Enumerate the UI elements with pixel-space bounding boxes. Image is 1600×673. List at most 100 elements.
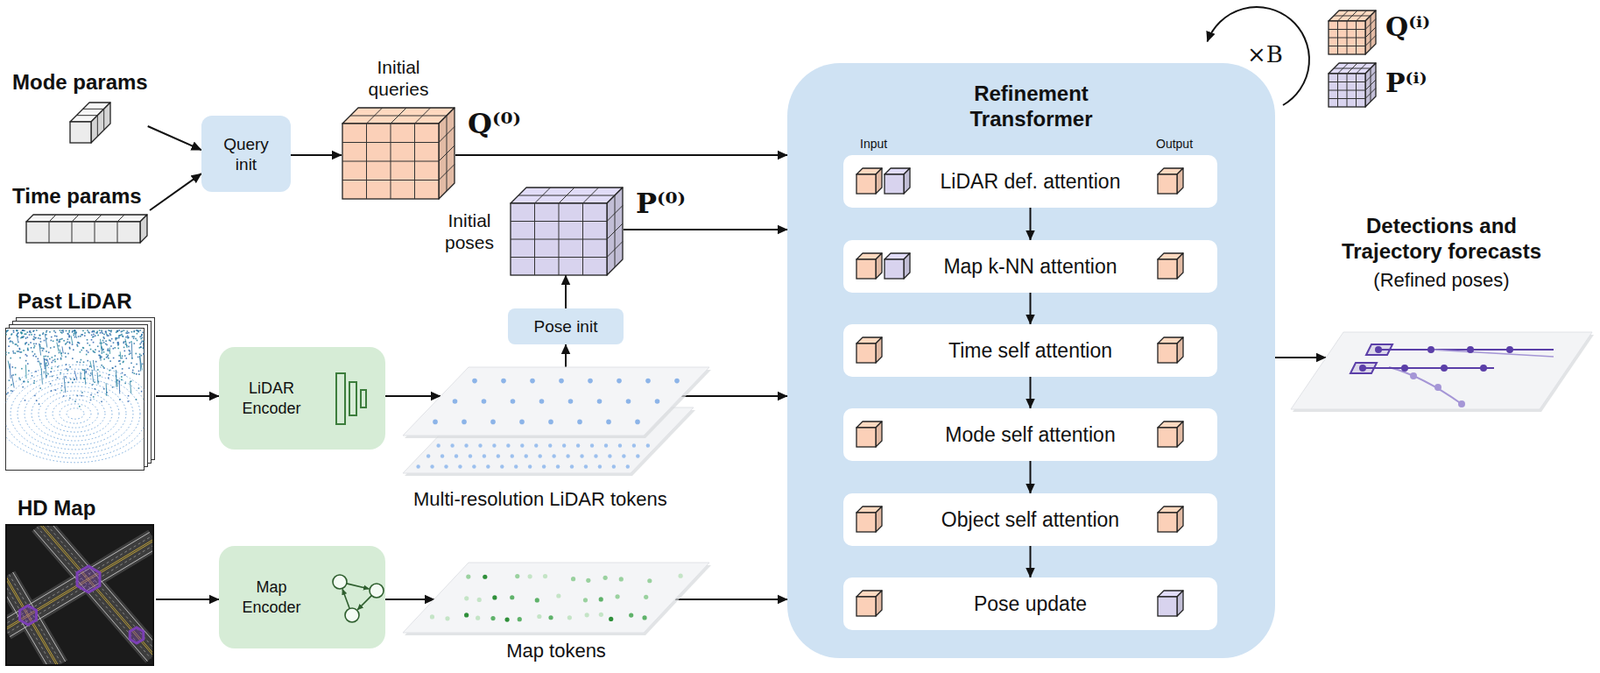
token-plane-illustration-circle [643,594,649,600]
lidar-sweeps-image-g-rect [27,349,29,352]
lidar-sweeps-image-g-rect [42,349,44,352]
trajectory-illustration-circle [1434,383,1442,391]
lidar-sweeps-image-g-rect [27,336,29,339]
trajectory-illustration-circle [1440,364,1448,372]
lidar-sweeps-image-g-line [139,355,141,372]
token-plane-illustration-circle [520,443,524,447]
lidar-sweeps-image-g-rect [49,358,51,360]
trajectory-illustration-circle [1466,345,1474,353]
lidar-sweeps-image-g-rect [98,354,100,357]
lidar-sweeps-image-g-line [97,372,99,385]
grid-cube [1157,168,1184,194]
lidar-sweeps-image-g-rect [121,330,124,332]
token-plane-illustration-circle [475,615,480,621]
lidar-sweeps-image-g-rect [60,358,63,360]
lidar-sweeps-image-g-rect [115,337,118,339]
graph-icon-line [346,582,369,588]
trajectory-illustration-circle [1401,364,1409,372]
token-plane-illustration-circle [548,419,554,425]
lidar-sweeps-image-g-rect [97,368,99,371]
lidar-sweeps-image-g-rect [79,361,82,364]
lidar-sweeps-image-g-rect [91,331,93,333]
token-plane-illustration-circle [429,613,435,619]
lidar-sweeps-image-g-rect [22,380,25,383]
grid-cube-rect [70,121,92,143]
token-plane-illustration-circle [614,593,620,599]
lidar-sweeps-image-g-rect [43,371,46,374]
lidar-sweeps-image-g-line [62,345,64,353]
token-plane-illustration-circle [528,573,533,578]
grid-cube-rect [856,596,876,616]
grid-cube-line [71,221,73,243]
lidar-sweeps-image-g-rect [49,331,51,333]
lidar-sweeps-image-g-rect [16,330,19,332]
lidar-sweeps-image-g-rect [120,357,123,360]
lidar-sweeps-image-g-rect [106,334,109,337]
token-plane-illustration-circle [514,573,520,578]
lidar-sweeps-image-g-rect [68,336,71,339]
lidar-sweeps-image-g-rect [33,338,36,341]
lidar-sweeps-image-g-rect [12,350,15,353]
input-token-icons [855,505,914,534]
encoder-box: Map Encoder [218,545,386,649]
lidar-sweeps-image-g-rect [83,346,85,349]
lidar-sweeps-image-g-rect [94,351,97,353]
output-token-icon [1156,336,1185,365]
lidar-sweeps-image-g-line [119,380,120,395]
refinement-ground [787,63,1276,658]
grid-heading: Initial poses [436,209,503,254]
grid-cube-line [1370,15,1372,50]
grid-cube-rect [856,174,876,194]
lidar-sweeps-image-g-rect [139,346,141,349]
lidar-sweeps-image-g-rect [140,340,143,343]
token-plane-illustration-circle [482,453,487,458]
token-plane-illustration-circle [444,464,448,468]
lidar-sweeps-image-g-rect [53,330,56,332]
lidar-sweeps-image-g-rect [30,346,33,349]
hd-map-image-g [6,524,154,665]
grid-cube-polygon [903,168,910,194]
arrow-connector [1029,207,1032,240]
lidar-sweeps-image-g-rect [44,358,47,360]
lidar-sweeps-image-g-rect [100,364,103,367]
lidar-sweeps-image-g-rect [34,345,36,347]
token-plane-illustration-circle [608,616,614,621]
layer-box: Pose update [843,577,1218,630]
token-plane-illustration-circle [509,594,515,600]
token-plane-illustration-circle [506,443,510,447]
lidar-sweeps-image-g-rect [72,334,75,337]
lidar-sweeps-image-g-rect [139,329,141,332]
grid-cube-line [1328,90,1366,92]
lidar-sweeps-image-g-rect [58,338,61,341]
lidar-sweeps-image-g-rect [122,341,125,344]
lidar-sweeps-image-g-rect [86,329,89,332]
token-plane-illustration-circle [565,453,570,458]
lidar-sweeps-image-g-rect [21,336,23,339]
lidar-sweeps-image-g-rect [95,360,98,363]
hd-map-image-g-line [6,535,152,626]
token-plane-illustration-circle [464,595,469,600]
lidar-sweeps-image-g-rect [131,331,134,333]
grid-cube [856,590,882,616]
lidar-sweeps-image-g-rect [86,359,89,362]
lidar-sweeps-image-g-rect [80,349,83,352]
lidar-sweeps-image-g-line [99,354,101,360]
lidar-sweeps-image-g-rect [97,334,99,337]
lidar-sweeps-image-g-rect [87,331,90,333]
token-plane-illustration-circle [454,453,459,458]
lidar-sweeps-image-g-rect [13,329,15,332]
lidar-sweeps-image-g-rect [84,370,87,373]
lidar-sweeps-image-g-rect [33,380,36,382]
lidar-sweeps-image-g-rect [117,331,120,333]
math-symbol: P⁽⁰⁾ [635,186,686,220]
lidar-sweeps-image-g-rect [84,331,86,334]
lidar-sweeps-image-g-rect [26,341,29,344]
lidar-sweeps-image-g-rect [28,333,31,336]
lidar-sweeps-image-rect [6,328,145,471]
lidar-sweeps-image-g-rect [123,350,126,353]
grid-cube-rect [856,512,876,532]
lidar-sweeps-image-g-rect [23,332,26,335]
lidar-sweeps-image-g-rect [119,398,121,401]
grid-cube [856,337,882,363]
lidar-sweeps-image-g-rect [68,329,71,332]
